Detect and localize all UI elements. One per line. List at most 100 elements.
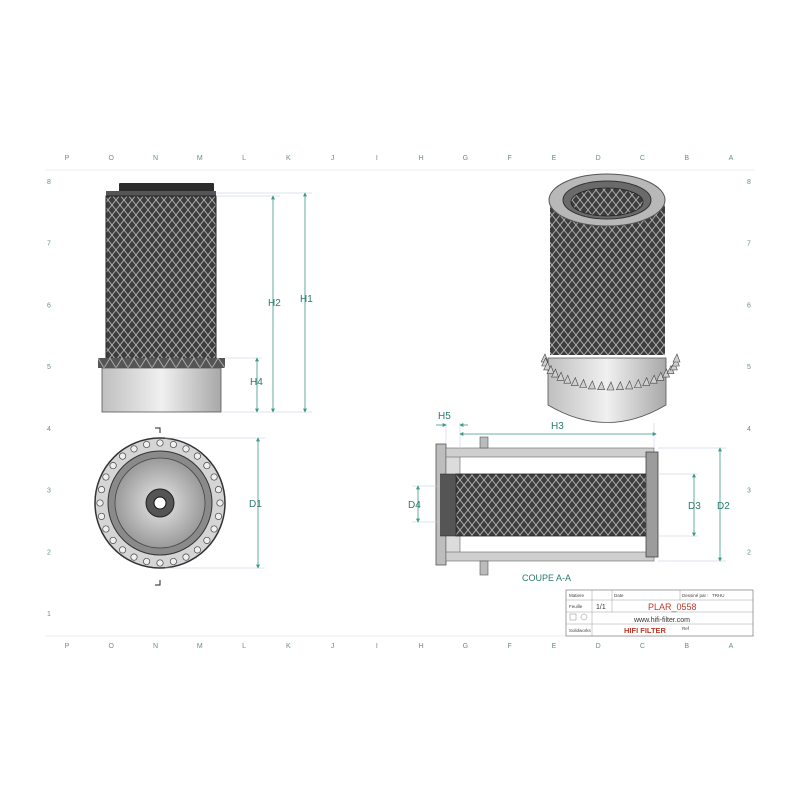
projection-symbol-icon [569, 613, 588, 621]
grid-row-label: 2 [747, 549, 751, 556]
isometric-view-filter [540, 173, 681, 423]
grid-row-label: 3 [47, 488, 51, 495]
fin-tooth [169, 440, 177, 449]
dim-d4-label: D4 [408, 500, 421, 511]
grid-row-label: 8 [47, 179, 51, 186]
iso-fin [672, 353, 681, 363]
fin-tooth [97, 512, 106, 520]
fin-tooth [109, 536, 117, 544]
tb-brand: HIFI FILTER [624, 626, 667, 635]
grid-col-label: G [463, 643, 468, 650]
grid-col-label: N [153, 155, 158, 162]
tb-date-label: Date [614, 593, 624, 598]
iso-fin [546, 364, 555, 374]
grid-col-label: D [596, 643, 601, 650]
fin-tooth [119, 546, 127, 554]
dim-h5-label: H5 [438, 411, 451, 422]
iso-fin [597, 380, 606, 390]
iso-inner-mesh [570, 187, 644, 217]
fin-tooth [102, 473, 110, 481]
fin-tooth [102, 525, 110, 533]
grid-col-label: H [419, 155, 424, 162]
front-top-rim [106, 191, 216, 196]
tb-feuille-label: Feuille [569, 604, 583, 609]
fin-tooth [182, 445, 190, 453]
tb-part-number: PLAR_0558 [648, 602, 697, 612]
tb-matiere-label: Matiere [569, 593, 585, 598]
front-bottom-cap [101, 367, 222, 413]
section-a-a-label: COUPE A-A [522, 573, 571, 583]
front-top-cap [119, 183, 214, 193]
iso-fin [563, 374, 572, 384]
grid-col-label: P [65, 643, 70, 650]
section-top-tab [479, 436, 489, 449]
grid-col-label: B [684, 643, 689, 650]
front-fin-ring [97, 357, 226, 369]
grid-col-label: C [640, 643, 645, 650]
iso-fin [551, 368, 559, 378]
grid-col-label: F [508, 643, 512, 650]
section-view-dimensions: H5 H3 D2 D3 D4 [408, 411, 730, 562]
iso-mesh-body [550, 205, 665, 355]
grid-row-label: 4 [747, 426, 751, 433]
grid-col-label: M [197, 155, 203, 162]
section-marker-bottom [155, 580, 161, 586]
fin-tooth [143, 440, 151, 449]
fin-tooth [203, 536, 211, 544]
tb-feuille-value: 1/1 [596, 604, 606, 611]
grid-col-label: L [242, 155, 246, 162]
front-mesh-body [105, 195, 217, 361]
section-inlet-tube [440, 473, 457, 537]
front-view-dimensions: H1 H2 H4 [216, 192, 313, 413]
fin-tooth [214, 512, 223, 520]
dim-h4-label: H4 [250, 377, 263, 388]
dim-d1-label: D1 [249, 499, 262, 510]
grid-col-label: I [376, 643, 378, 650]
section-bottom-tab [479, 560, 489, 576]
grid-col-label: P [65, 155, 70, 162]
fin-tooth [156, 559, 164, 567]
fin-tooth [210, 525, 218, 533]
fin-tooth [210, 473, 218, 481]
grid-row-label: 5 [47, 364, 51, 371]
grid-row-label: 8 [747, 179, 751, 186]
top-view-dimensions: D1 [165, 437, 265, 569]
fin-tooth [96, 499, 104, 507]
grid-row-label: 6 [747, 302, 751, 309]
iso-fin [642, 376, 651, 386]
iso-fin [625, 380, 634, 390]
grid-col-label: M [197, 643, 203, 650]
grid-col-label: J [331, 643, 335, 650]
grid-col-label: O [109, 155, 115, 162]
iso-fin [649, 374, 658, 384]
grid-row-label: 1 [47, 611, 51, 618]
grid-row-label: 3 [747, 488, 751, 495]
iso-fin [606, 381, 615, 391]
grid-row-label: 5 [747, 364, 751, 371]
fin-tooth [143, 557, 151, 566]
fin-tooth [130, 553, 138, 561]
iso-fin [656, 371, 665, 381]
grid-row-label: 7 [47, 241, 51, 248]
dim-h2-label: H2 [268, 298, 281, 309]
dim-h3-label: H3 [551, 421, 564, 432]
iso-fin [615, 380, 624, 390]
grid-col-label: A [729, 643, 734, 650]
tb-website: www.hifi-filter.com [633, 617, 690, 624]
grid-col-label: J [331, 155, 335, 162]
fin-tooth [203, 462, 211, 470]
grid-row-label: 7 [747, 241, 751, 248]
fin-tooth [216, 499, 224, 507]
front-view-filter [97, 183, 226, 413]
section-top-shell [445, 447, 655, 458]
iso-fin [633, 378, 642, 388]
iso-fin [543, 361, 552, 371]
fin-tooth [119, 452, 127, 460]
iso-fin-ring [540, 353, 681, 391]
top-view-filter [94, 437, 226, 569]
grid-col-label: F [508, 155, 512, 162]
fin-tooth [156, 439, 164, 447]
